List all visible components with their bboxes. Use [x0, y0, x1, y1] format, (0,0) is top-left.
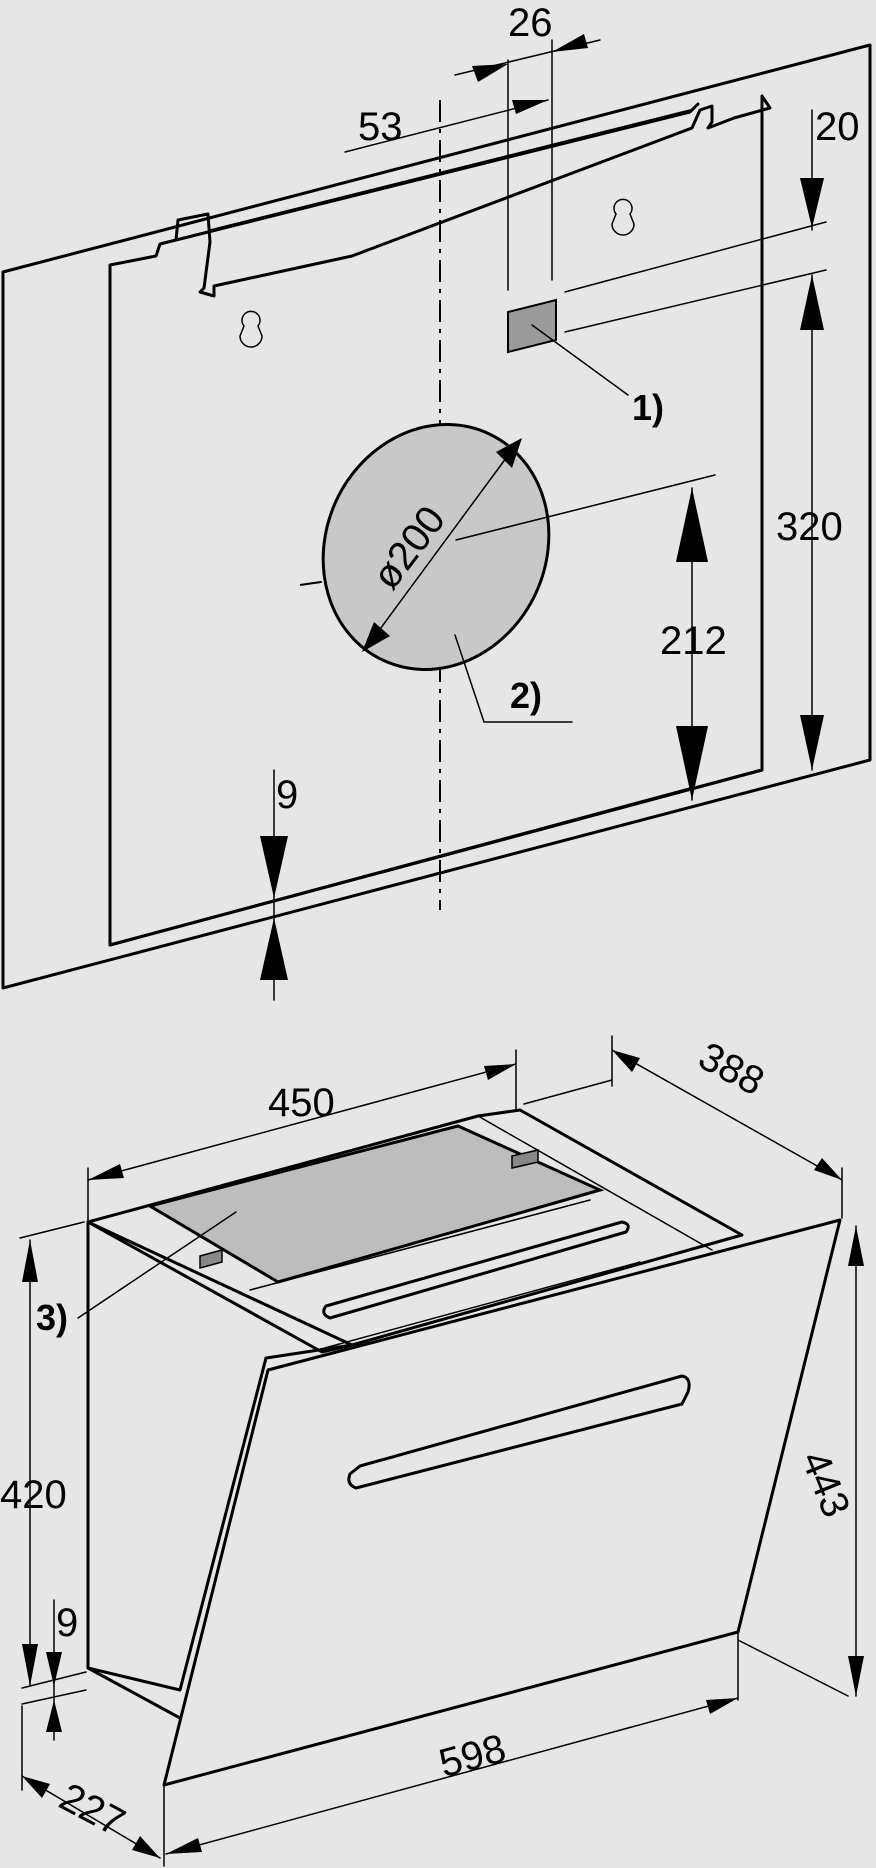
dim-227-arrow-left [22, 1776, 50, 1798]
dim-598-arrow-left [166, 1838, 202, 1854]
dim-212-ext [455, 474, 716, 541]
dim-26-label: 26 [508, 1, 553, 45]
dim-53-line [344, 99, 549, 153]
dim-420-ext-top [19, 1221, 85, 1239]
dim-443-arrow-top [848, 1226, 864, 1266]
electrical-connector-block [507, 298, 557, 354]
top-panel-line-3 [309, 1261, 641, 1353]
dim-320-arrow-bottom [800, 715, 824, 770]
dim-9-hood-label: 9 [56, 1601, 78, 1645]
dim-9-wall-arrow-down [260, 836, 288, 898]
duct-diameter-arrow-top [496, 438, 522, 468]
dim-212-label: 212 [660, 619, 727, 663]
dim-9-hood-arrow-up [46, 1700, 62, 1732]
dim-212-arrow-top [676, 488, 708, 562]
dim-450-line [87, 1063, 517, 1181]
dim-598-label: 598 [435, 1726, 511, 1786]
hood-upper-line [209, 109, 691, 231]
dim-420-label: 420 [0, 1473, 67, 1517]
wall-mounting-diagram: ø200 1) 26 53 20 320 212 [1, 1, 872, 1001]
dim-450-arrow-left [88, 1164, 124, 1180]
grease-filter [146, 1124, 605, 1284]
dim-9-wall-label: 9 [276, 773, 298, 817]
callout-3: 3) [36, 1297, 68, 1338]
duct-diameter-line [371, 449, 513, 641]
dim-388-line [611, 1049, 843, 1181]
hood-lower-edge [108, 768, 764, 947]
dim-420-arrow-bottom [22, 1644, 38, 1686]
dim-53-arrow [512, 100, 548, 114]
dim-20-ext-bottom [564, 269, 827, 333]
dim-26-arrow-left [472, 64, 508, 82]
top-slot [322, 1220, 630, 1320]
hood-top-edge-inner [174, 102, 700, 242]
dim-450-arrow-right [484, 1064, 516, 1080]
keyhole-slot-right [611, 198, 635, 236]
callout-2: 2) [510, 675, 542, 716]
dim-212-arrow-bottom [676, 726, 708, 800]
hood-lower-edge-2 [229, 787, 691, 913]
hood-diagram: 3) 450 388 420 9 443 [0, 1034, 864, 1867]
dim-9-wall-arrow-up [260, 918, 288, 980]
filter-handle [199, 1249, 223, 1269]
hood-side-panel [86, 1220, 354, 1692]
filter-leader [77, 1211, 237, 1319]
top-panel-line-1 [477, 1115, 713, 1251]
dim-388-arrow-left [612, 1050, 640, 1072]
hood-outline [108, 94, 772, 947]
dim-450-label: 450 [268, 1081, 335, 1125]
filter-handle-2 [511, 1149, 539, 1169]
dim-388-label: 388 [692, 1034, 772, 1104]
duct-opening [321, 423, 551, 671]
top-panel-line-2 [249, 1199, 591, 1291]
dim-598-line [165, 1697, 739, 1855]
dim-598-ext-diag [737, 1639, 849, 1697]
dim-320-label: 320 [776, 505, 843, 549]
dim-388-ext-left [523, 1079, 613, 1105]
dim-227-arrow-right [132, 1836, 160, 1858]
dim-420-arrow-top [22, 1240, 38, 1282]
dim-53-label: 53 [358, 105, 403, 149]
dim-443-label: 443 [792, 1445, 858, 1523]
duct-leader [454, 634, 573, 723]
dim-598-arrow-right [706, 1698, 738, 1714]
dim-20-label: 20 [815, 105, 860, 149]
callout-1: 1) [632, 387, 664, 428]
dim-26-arrow-right [552, 34, 588, 52]
dim-388-arrow-right [814, 1158, 842, 1180]
dim-443-arrow-bottom [848, 1656, 864, 1696]
keyhole-slot-left [239, 310, 263, 348]
side-bottom-edge [86, 1666, 182, 1720]
dim-9-hood-arrow-down [46, 1652, 62, 1686]
dim-20-ext-top [564, 221, 827, 293]
dim-320-arrow-top [800, 275, 824, 330]
dim-20-arrow [800, 178, 824, 228]
duct-diameter-arrow-bottom [362, 622, 390, 652]
front-handle [347, 1374, 691, 1490]
connector-leader [531, 324, 629, 396]
wall-panel [1, 43, 872, 990]
